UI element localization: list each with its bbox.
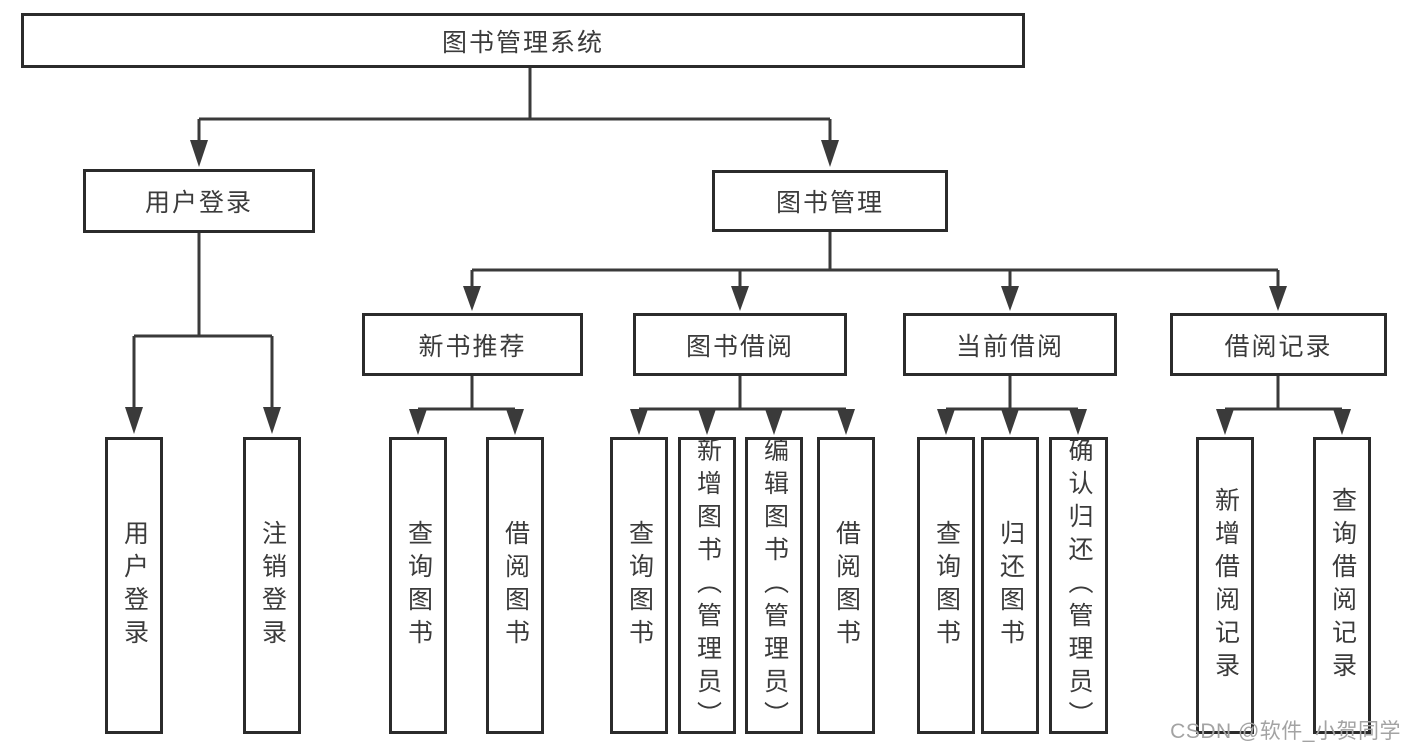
arrow-down-icon bbox=[463, 286, 481, 311]
leaf-edit-book-admin: 编辑图书（管理员） bbox=[745, 437, 803, 734]
arrow-down-icon bbox=[263, 407, 281, 434]
leaf-borrow-books: 借阅图书 bbox=[817, 437, 875, 734]
arrow-down-icon bbox=[1069, 409, 1087, 435]
leaf-query-books-borrow: 查询图书 bbox=[610, 437, 668, 734]
arrow-down-icon bbox=[1269, 286, 1287, 311]
arrow-down-icon bbox=[1001, 286, 1019, 311]
node-borrowing-records: 借阅记录 bbox=[1170, 313, 1387, 376]
node-library-system: 图书管理系统 bbox=[21, 13, 1025, 68]
arrow-down-icon bbox=[821, 140, 839, 167]
arrow-down-icon bbox=[1001, 409, 1019, 435]
leaf-add-book-admin: 新增图书（管理员） bbox=[678, 437, 736, 734]
arrow-down-icon bbox=[506, 409, 524, 435]
leaf-user-login: 用户登录 bbox=[105, 437, 163, 734]
node-book-borrowing: 图书借阅 bbox=[633, 313, 847, 376]
arrow-down-icon bbox=[698, 409, 716, 435]
arrow-down-icon bbox=[630, 409, 648, 435]
leaf-logout: 注销登录 bbox=[243, 437, 301, 734]
csdn-watermark: CSDN @软件_小贺同学 bbox=[1170, 720, 1401, 743]
arrow-down-icon bbox=[125, 407, 143, 434]
node-user-login: 用户登录 bbox=[83, 169, 315, 233]
node-book-management: 图书管理 bbox=[712, 170, 948, 232]
arrow-down-icon bbox=[837, 409, 855, 435]
leaf-borrow-books-recommend: 借阅图书 bbox=[486, 437, 544, 734]
node-new-book-recommend: 新书推荐 bbox=[362, 313, 583, 376]
leaf-query-books-recommend: 查询图书 bbox=[389, 437, 447, 734]
leaf-return-books: 归还图书 bbox=[981, 437, 1039, 734]
node-current-borrowing: 当前借阅 bbox=[903, 313, 1117, 376]
arrow-down-icon bbox=[1216, 409, 1234, 435]
arrow-down-icon bbox=[731, 286, 749, 311]
arrow-down-icon bbox=[937, 409, 955, 435]
arrow-down-icon bbox=[190, 140, 208, 167]
arrow-down-icon bbox=[409, 409, 427, 435]
arrow-down-icon bbox=[765, 409, 783, 435]
leaf-add-borrow-record: 新增借阅记录 bbox=[1196, 437, 1254, 734]
leaf-query-books-current: 查询图书 bbox=[917, 437, 975, 734]
leaf-query-borrow-record: 查询借阅记录 bbox=[1313, 437, 1371, 734]
leaf-confirm-return-admin: 确认归还（管理员） bbox=[1049, 437, 1108, 734]
arrow-down-icon bbox=[1333, 409, 1351, 435]
